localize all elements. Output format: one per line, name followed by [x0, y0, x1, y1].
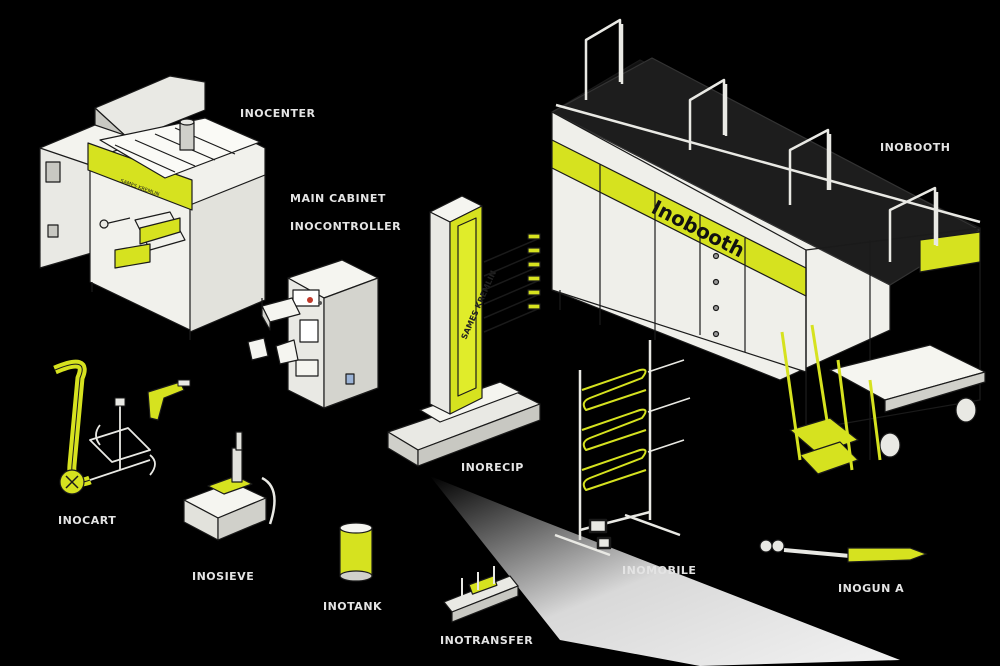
inorecip-machine: SAMES KREMLIN	[387, 195, 541, 467]
inobooth-machine: Inobooth	[551, 18, 986, 475]
label-inotank: INOTANK	[323, 600, 383, 613]
label-inorecip: INORECIP	[461, 461, 524, 474]
label-inosieve: INOSIEVE	[192, 570, 255, 583]
inosieve-machine	[183, 431, 276, 541]
label-main-cabinet: MAIN CABINET	[290, 192, 386, 205]
label-inotransfer: INOTRANSFER	[440, 634, 534, 647]
label-inocontroller: INOCONTROLLER	[290, 220, 402, 233]
label-inogun: INOGUN A	[838, 582, 905, 595]
inomobile-rack	[554, 340, 691, 557]
label-inocart: INOCART	[58, 514, 117, 527]
label-inocenter: INOCENTER	[240, 107, 316, 120]
label-inomobile: INOMOBILE	[622, 564, 697, 577]
inocart-machine	[53, 359, 191, 495]
inocenter-machine: SAMES KREMLIN	[39, 75, 266, 340]
inotransfer-machine	[443, 566, 519, 623]
inocontroller-cabinet	[247, 259, 379, 409]
inotank-machine	[339, 522, 373, 582]
light-beam	[430, 476, 900, 666]
inogun-a-device	[759, 539, 928, 563]
label-inobooth: INOBOOTH	[880, 141, 951, 154]
